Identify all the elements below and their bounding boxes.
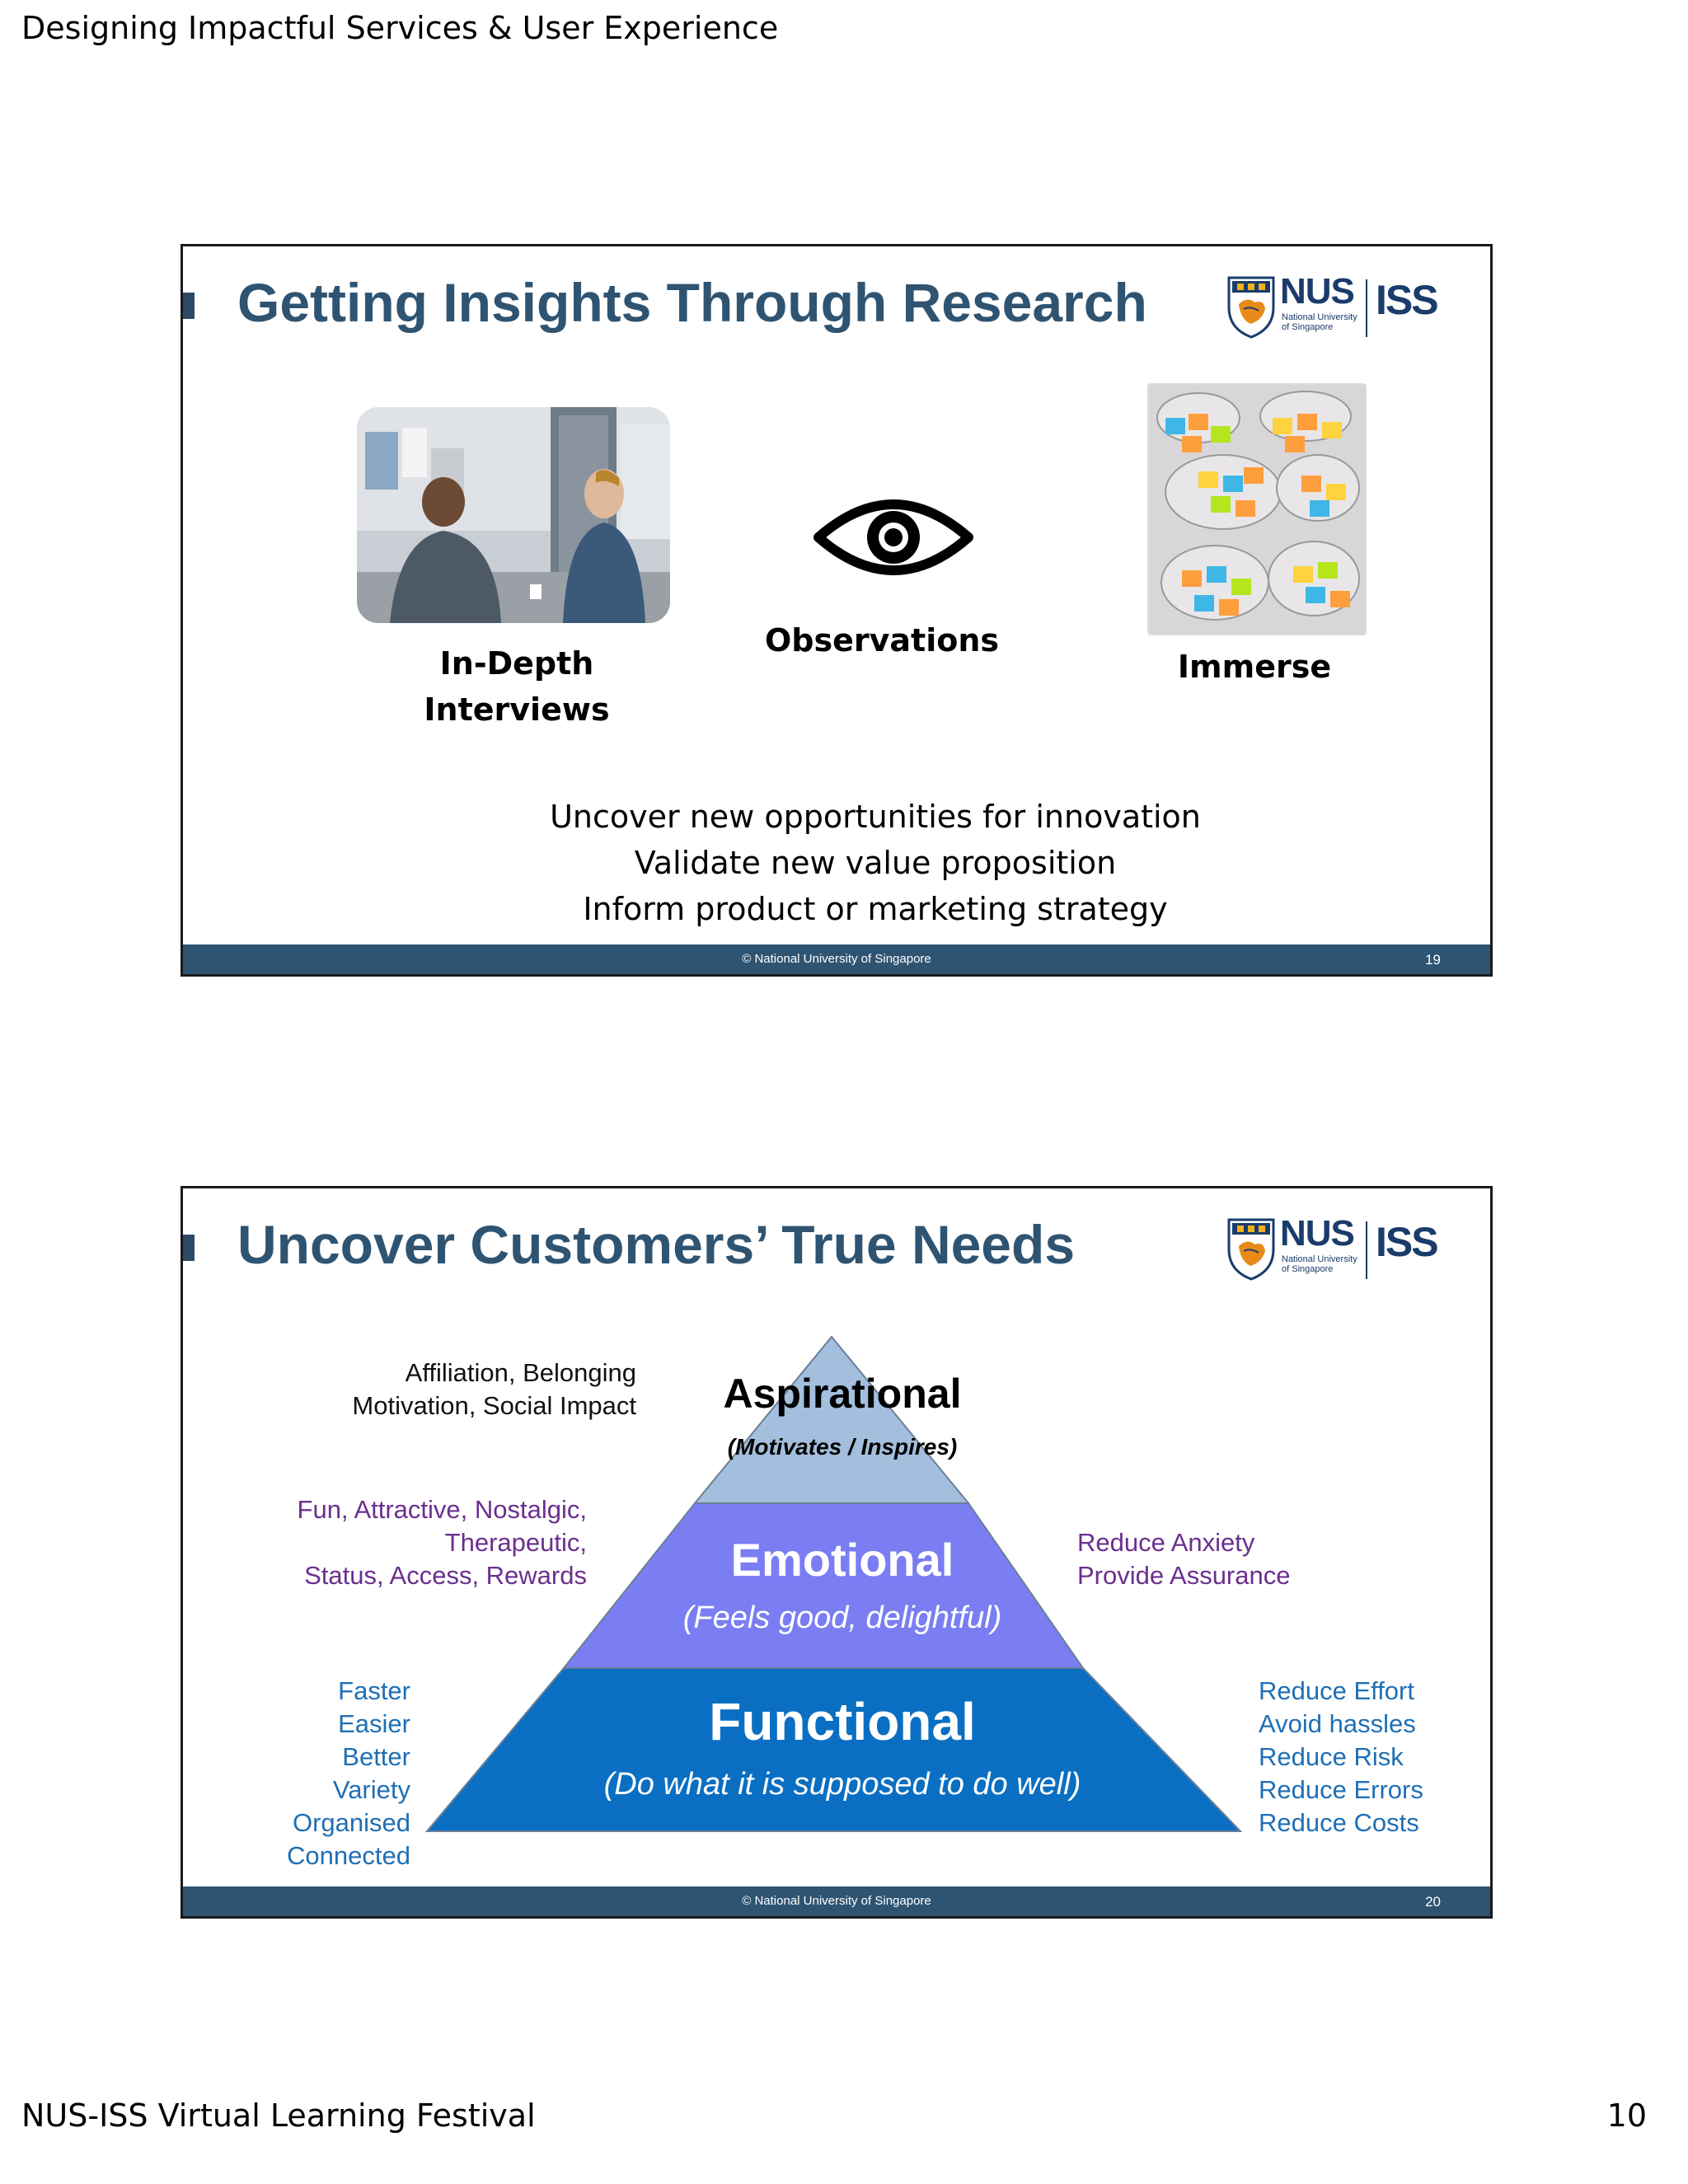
logo-divider <box>1366 1221 1367 1279</box>
emotional-attributes: Fun, Attractive, Nostalgic, Therapeutic,… <box>249 1493 587 1592</box>
page-number: 10 <box>1606 2097 1647 2134</box>
needs-pyramid <box>424 1335 1243 1832</box>
attribute-item: Variety <box>332 1775 410 1804</box>
tier-functional-title: Functional <box>709 1692 976 1751</box>
pyramid-tier-functional <box>424 1667 1243 1832</box>
pyramid-tier-aspirational <box>692 1335 971 1504</box>
tier-emotional-subtitle: (Feels good, delightful) <box>682 1601 1002 1635</box>
iss-wordmark: ISS <box>1376 1219 1439 1265</box>
label-line-1: In-Depth <box>439 645 594 682</box>
label-observations: Observations <box>764 622 1000 658</box>
attribute-item: Status, Access, Rewards <box>304 1561 587 1590</box>
sticky-notes-photo <box>1147 383 1367 635</box>
page-footer-title: NUS-ISS Virtual Learning Festival <box>21 2097 536 2134</box>
nus-crest-icon <box>1227 1218 1275 1281</box>
eye-icon <box>814 499 973 575</box>
nus-crest-icon <box>1227 276 1275 339</box>
label-in-depth-interviews: In-Depth Interviews <box>389 640 645 733</box>
attribute-item: Reduce Effort <box>1259 1676 1414 1705</box>
attribute-item: Affiliation, Belonging <box>405 1358 636 1387</box>
tier-aspirational-title: Aspirational <box>723 1371 962 1417</box>
slide-number: 20 <box>1425 1894 1441 1910</box>
logo-divider <box>1366 279 1367 337</box>
aspirational-attributes: Affiliation, Belonging Motivation, Socia… <box>265 1357 636 1422</box>
copyright: © National University of Singapore <box>742 1894 931 1908</box>
attribute-item: Better <box>342 1742 410 1771</box>
slide-title: Uncover Customers’ True Needs <box>237 1214 1076 1275</box>
nus-subtitle: National University of Singapore <box>1282 1254 1357 1274</box>
outcome-item: Validate new value proposition <box>634 845 1117 881</box>
emotional-benefits: Reduce Anxiety Provide Assurance <box>1077 1526 1423 1592</box>
slide-footer: © National University of Singapore 20 <box>183 1886 1490 1916</box>
functional-benefits: Reduce Effort Avoid hassles Reduce Risk … <box>1259 1675 1489 1840</box>
slide-20: Uncover Customers’ True Needs NUS Nation… <box>181 1186 1493 1919</box>
tier-emotional-title: Emotional <box>730 1534 954 1586</box>
nus-wordmark: NUS <box>1280 1213 1355 1254</box>
attribute-item: Reduce Errors <box>1259 1775 1423 1804</box>
label-line-2: Interviews <box>424 691 610 728</box>
title-bullet <box>183 1235 195 1261</box>
attribute-item: Organised <box>292 1808 410 1837</box>
attribute-item: Avoid hassles <box>1259 1709 1416 1738</box>
attribute-item: Reduce Anxiety <box>1077 1528 1255 1557</box>
attribute-item: Reduce Risk <box>1259 1742 1404 1771</box>
attribute-item: Provide Assurance <box>1077 1561 1291 1590</box>
nus-subtitle: National University of Singapore <box>1282 312 1357 332</box>
title-bullet <box>183 293 195 319</box>
attribute-item: Fun, Attractive, Nostalgic, <box>297 1495 587 1524</box>
attribute-item: Motivation, Social Impact <box>352 1391 636 1420</box>
attribute-item: Easier <box>338 1709 410 1738</box>
attribute-item: Faster <box>338 1676 410 1705</box>
copyright: © National University of Singapore <box>742 952 931 966</box>
tier-functional-subtitle: (Do what it is supposed to do well) <box>603 1767 1081 1802</box>
outcome-item: Uncover new opportunities for innovation <box>550 799 1201 835</box>
functional-attributes: Faster Easier Better Variety Organised C… <box>232 1675 410 1872</box>
slide-footer: © National University of Singapore 19 <box>183 944 1490 974</box>
attribute-item: Connected <box>287 1841 410 1870</box>
label-immerse: Immerse <box>1177 649 1332 685</box>
iss-wordmark: ISS <box>1376 277 1439 323</box>
outcome-item: Inform product or marketing strategy <box>583 891 1168 927</box>
nus-wordmark: NUS <box>1280 271 1355 312</box>
research-outcomes-list: Uncover new opportunities for innovation… <box>348 794 1403 932</box>
tier-aspirational-subtitle: (Motivates / Inspires) <box>727 1434 958 1460</box>
slide-number: 19 <box>1425 952 1441 968</box>
slide-19: Getting Insights Through Research NUS Na… <box>181 244 1493 977</box>
slide-title: Getting Insights Through Research <box>237 272 1147 333</box>
nus-iss-logo: NUS National University of Singapore ISS <box>1226 271 1481 340</box>
page-header: Designing Impactful Services & User Expe… <box>21 10 779 46</box>
attribute-item: Reduce Costs <box>1259 1808 1419 1837</box>
interview-photo <box>357 407 670 623</box>
attribute-item: Therapeutic, <box>444 1528 587 1557</box>
nus-iss-logo: NUS National University of Singapore ISS <box>1226 1213 1481 1282</box>
